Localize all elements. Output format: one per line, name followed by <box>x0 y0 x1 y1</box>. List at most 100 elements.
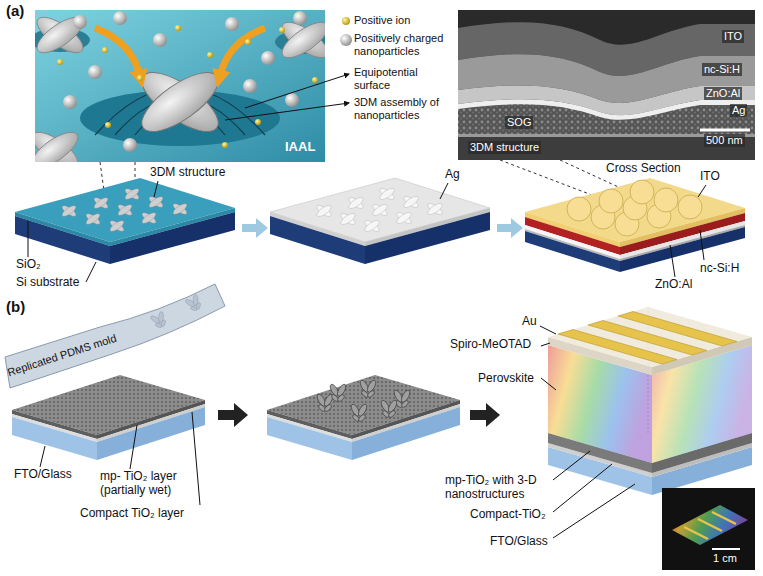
image-caption: Cross Section <box>606 162 681 176</box>
device-photo <box>672 505 748 545</box>
structure-label: 3DM structure <box>150 166 225 180</box>
layer-label: Au <box>522 315 537 329</box>
iaal-inset <box>279 27 285 33</box>
layer-label: FTO/Glass <box>490 535 548 549</box>
leader-lines <box>698 185 706 197</box>
iaal-inset <box>153 33 167 47</box>
iaal-inset <box>243 79 257 93</box>
iaal-inset <box>57 59 63 65</box>
fto-slab <box>12 375 205 460</box>
iaal-inset <box>293 11 307 25</box>
iaal-inset <box>63 11 307 152</box>
perovskite-device <box>618 312 737 347</box>
process-arrow <box>242 218 268 238</box>
sio2-si-slab <box>110 212 235 264</box>
legend-icons <box>340 17 352 46</box>
pdms-mold <box>149 310 170 331</box>
solar-cell-slab <box>630 180 654 204</box>
layer-label: ZnO:Al <box>704 87 742 100</box>
layer-label: FTO/Glass <box>14 468 72 482</box>
iaal-inset <box>35 126 83 162</box>
ag-slab <box>426 201 444 216</box>
sio2-si-slab <box>172 202 189 216</box>
layer-label: ZnO:Al <box>655 278 692 292</box>
leader-lines <box>700 230 704 260</box>
panel-letter: (a) <box>6 2 24 19</box>
layer-label: Perovskite <box>478 372 534 386</box>
sio2-si-slab <box>117 203 134 217</box>
panel-letter: (b) <box>6 298 25 315</box>
patterned-slab <box>267 375 460 460</box>
process-arrow <box>218 403 248 427</box>
leader-lines <box>245 74 349 108</box>
mold-label: Replicated PDMS mold <box>2 331 122 381</box>
solar-cell-slab <box>567 180 702 236</box>
callout-label: 3DM assembly of nanoparticles <box>354 96 452 121</box>
ag-slab <box>315 203 333 218</box>
layer-label: mp- TiO₂ layer (partially wet) <box>100 470 192 498</box>
sio2-si-slab <box>61 204 78 218</box>
ag-slab <box>270 178 490 264</box>
legend-icons <box>342 17 350 25</box>
layer-label: Si substrate <box>16 276 79 290</box>
patterned-slab <box>380 399 399 418</box>
patterned-slab <box>359 379 378 398</box>
layer-label: mp-TiO₂ with 3-D nanostructures <box>445 474 553 502</box>
solar-cell-slab <box>678 195 702 219</box>
patterned-slab <box>352 407 460 460</box>
leader-lines <box>40 446 45 467</box>
ag-slab <box>339 211 357 226</box>
sio2-si-slab <box>93 196 110 210</box>
patterned-slab <box>316 379 412 422</box>
structure-label: 3DM structure <box>468 141 541 154</box>
solar-cell-slab <box>567 197 591 221</box>
fto-slab <box>97 407 205 460</box>
sio2-si-slab <box>61 187 189 233</box>
pdms-mold <box>183 292 205 314</box>
iaal-inset <box>207 52 213 58</box>
iaal-inset <box>88 65 102 79</box>
perovskite-device <box>548 307 752 495</box>
iaal-inset <box>225 17 239 31</box>
device-photo <box>662 488 755 570</box>
device-photo <box>684 512 736 539</box>
device-photo <box>684 527 708 539</box>
sem-image <box>458 99 755 119</box>
leader-lines <box>86 262 96 282</box>
perovskite-device <box>588 321 707 356</box>
iaal-inset <box>57 25 318 148</box>
solar-cell-slab <box>525 178 745 272</box>
iaal-inset <box>95 28 140 76</box>
iaal-inset <box>63 95 77 109</box>
callout-label: Equipotential surface <box>354 66 452 91</box>
leader-lines <box>553 451 590 480</box>
ag-slab <box>371 202 389 217</box>
layer-label: Compact-TiO₂ <box>470 508 546 522</box>
process-arrow <box>497 218 523 238</box>
layer-label: nc-Si:H <box>702 63 742 76</box>
layer-label: nc-Si:H <box>700 262 739 276</box>
iaal-inset <box>222 142 228 148</box>
ag-slab <box>315 186 444 233</box>
leader-lines <box>154 181 158 197</box>
ag-slab <box>378 186 396 201</box>
sio2-si-slab <box>15 178 235 264</box>
solar-cell-slab <box>654 188 678 212</box>
layer-label: Ag <box>730 104 747 117</box>
iaal-inset <box>220 28 265 76</box>
layer-label: SOG <box>505 116 533 129</box>
iaal-inset <box>35 10 325 162</box>
iaal-inset <box>73 15 87 29</box>
layer-label: Ag <box>445 168 460 182</box>
leader-lines <box>225 103 349 120</box>
ag-slab <box>402 194 420 209</box>
iaal-inset <box>137 75 143 81</box>
iaal-inset <box>133 62 227 142</box>
device-photo <box>712 512 736 524</box>
device-photo <box>698 519 722 531</box>
device-photo <box>712 548 740 550</box>
leader-lines <box>553 484 635 538</box>
leader-lines <box>130 425 137 469</box>
sio2-si-slab <box>148 195 165 209</box>
